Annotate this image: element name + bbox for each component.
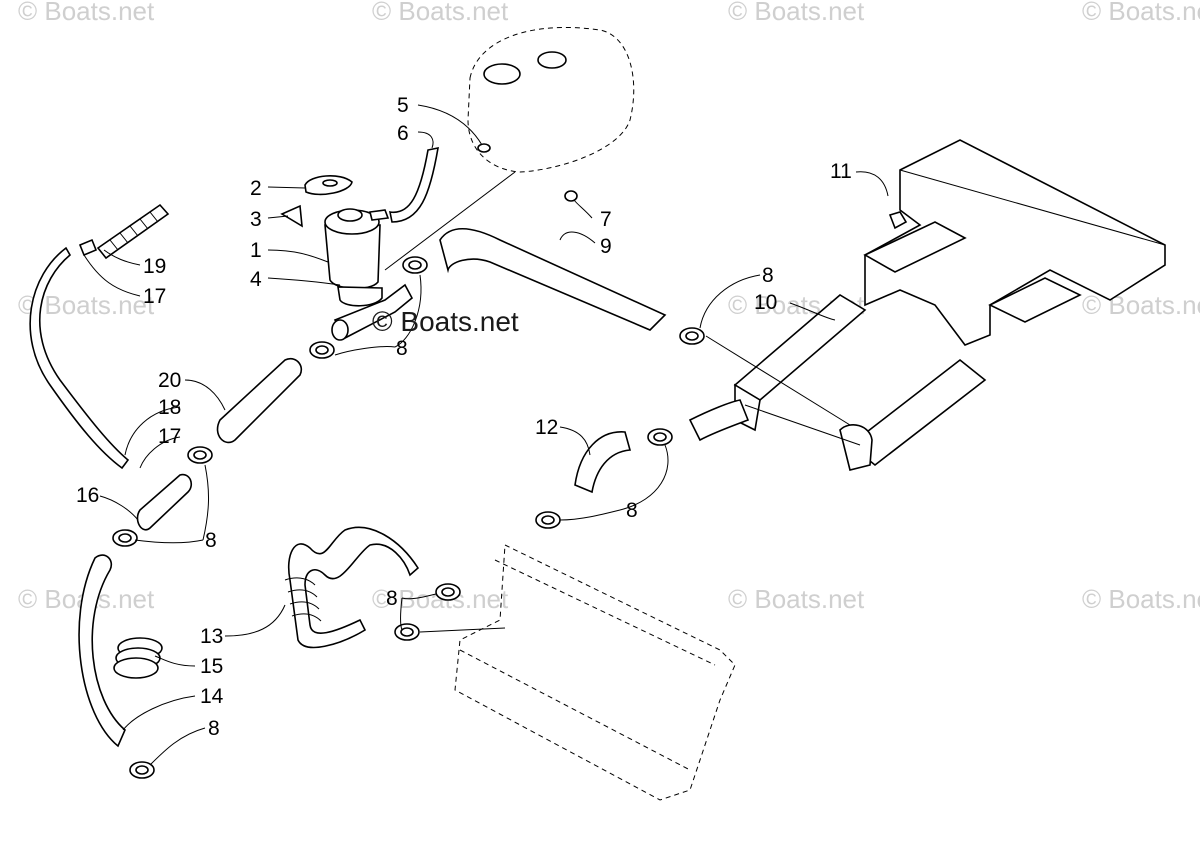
callout-1: 1 [250,239,262,262]
lower-pan-outline [454,544,736,801]
heat-exchanger-tube [688,294,987,471]
callout-8-left-mid: 8 [205,529,217,552]
callout-8-right-mid: 8 [626,499,638,522]
clamp-i [394,623,420,641]
callout-20: 20 [158,369,181,392]
coolant-tank-outline [467,26,635,173]
callout-14: 14 [200,685,224,708]
clamp-b [309,341,335,359]
callout-9: 9 [600,235,612,258]
clamp-h [435,583,461,601]
watermark-top-right: © Boats.net [728,0,865,26]
clamp-g [112,529,138,547]
callout-18: 18 [158,396,181,419]
callout-11: 11 [830,160,852,183]
fitting-7 [564,190,578,202]
hose-20 [216,357,303,444]
callout-8-bottom-left: 8 [208,717,220,740]
fitting-16 [136,473,192,531]
watermark-low-far-right: © Boats.net [1082,584,1200,614]
hose-13 [284,526,420,649]
watermark-top-center: © Boats.net [372,0,509,26]
callout-5: 5 [397,94,409,117]
watermark-low-right: © Boats.net [728,584,865,614]
leader-lines [83,104,889,766]
t-fitting-end [331,319,349,341]
callout-8-top-right: 8 [762,264,774,287]
callout-17-upper: 17 [143,285,166,308]
spring-guard [96,203,170,260]
clamp-e [647,428,673,446]
gasket [280,204,303,228]
overflow-hose [388,146,439,223]
callout-2: 2 [250,177,262,200]
callout-10: 10 [754,291,777,314]
clamp-c [679,327,705,345]
watermark-center: © Boats.net [372,306,519,337]
hose-spring-15 [113,637,163,679]
callout-3: 3 [250,208,262,231]
watermark-top-left: © Boats.net [18,0,155,26]
callout-8-center: 8 [396,337,408,360]
radiator-cap [304,175,353,196]
callout-12: 12 [535,416,558,439]
watermark-top-far-right: © Boats.net [1082,0,1200,26]
callout-19: 19 [143,255,166,278]
callout-7: 7 [600,208,612,231]
clip-17 [78,238,98,257]
heat-exchanger-top [863,139,1166,346]
hose-12 [574,431,632,494]
callout-17-lower: 17 [158,425,181,448]
hose-9 [439,228,667,331]
clip-11 [888,211,908,230]
hose-18 [29,246,130,470]
hose-14 [78,554,126,748]
clamp-f [535,511,561,529]
callout-16: 16 [76,484,99,507]
callout-4: 4 [250,268,262,291]
callout-13: 13 [200,625,223,648]
clamp-d [187,446,213,464]
callout-6: 6 [397,122,409,145]
screw-5 [477,143,491,153]
callout-15: 15 [200,655,223,678]
clamp-j [129,761,155,779]
clamp-a [402,256,428,274]
callout-8-bottom-center: 8 [386,587,398,610]
filler-bottle [324,208,390,307]
